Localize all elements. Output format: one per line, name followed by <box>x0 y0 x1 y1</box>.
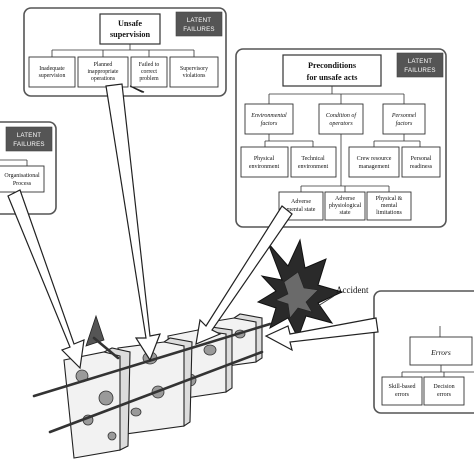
planned-inappropriate-operations-node <box>77 56 129 88</box>
svg-text:limitations: limitations <box>376 210 402 216</box>
arrow-unsafe-acts <box>264 317 379 352</box>
svg-text:Process: Process <box>13 181 32 187</box>
badge-text: FAILURES <box>13 141 45 148</box>
trajectory-arrowhead <box>85 314 105 347</box>
svg-text:correct: correct <box>141 69 157 75</box>
svg-text:operations: operations <box>91 76 116 82</box>
accident-label: Accident <box>336 285 369 295</box>
panel-unsafe-acts: Errors Skill-based errors Decision error… <box>373 290 474 414</box>
svg-text:readiness: readiness <box>410 164 433 170</box>
svg-text:state: state <box>340 210 351 216</box>
svg-text:management: management <box>359 164 390 170</box>
personal-readiness-node <box>401 146 441 178</box>
svg-text:Supervisory: Supervisory <box>180 66 208 72</box>
physical-mental-limitations-node <box>366 191 412 221</box>
cheese-slice <box>63 347 131 459</box>
svg-text:Environmental: Environmental <box>250 113 287 119</box>
svg-text:supervision: supervision <box>39 73 66 79</box>
svg-text:Condition of: Condition of <box>326 112 358 119</box>
svg-text:Technical: Technical <box>301 156 325 162</box>
svg-text:errors: errors <box>437 392 452 398</box>
svg-text:physiological: physiological <box>329 203 362 209</box>
inadequate-supervision-node <box>28 56 76 88</box>
supervisory-violations-node <box>169 56 219 88</box>
cheese-hole <box>107 431 117 441</box>
svg-text:violations: violations <box>183 73 207 79</box>
badge-text: LATENT <box>187 17 211 24</box>
svg-text:Adverse: Adverse <box>335 196 355 202</box>
svg-text:operators: operators <box>329 121 353 127</box>
svg-text:Failed to: Failed to <box>139 62 160 68</box>
trajectory-rod <box>32 322 272 398</box>
arrow-preconditions <box>195 205 293 345</box>
svg-text:inappropriate: inappropriate <box>88 69 119 75</box>
organisational-process-node <box>0 165 45 193</box>
failure-trajectories <box>32 314 272 434</box>
svg-text:Physical: Physical <box>254 156 275 162</box>
svg-text:errors: errors <box>395 392 410 398</box>
badge-text: FAILURES <box>183 26 215 33</box>
svg-text:Decision: Decision <box>433 384 454 390</box>
unsafe-supervision-title: Unsafe <box>118 19 142 28</box>
personnel-factors-node <box>382 103 426 135</box>
preconditions-title: for unsafe acts <box>307 73 358 82</box>
arrow-supervision-tail <box>129 85 145 93</box>
unsafe-supervision-title-box <box>99 13 161 45</box>
latent-failure-arrows <box>7 83 379 370</box>
condition-of-operators-node <box>318 103 364 135</box>
latent-failures-badge <box>175 11 223 37</box>
errors-node <box>409 336 473 366</box>
svg-text:mental: mental <box>381 203 398 209</box>
crew-resource-management-node <box>348 146 400 178</box>
cheese-hole <box>203 344 217 356</box>
svg-text:Crew resource: Crew resource <box>357 156 392 162</box>
trajectory-rod <box>92 336 120 360</box>
svg-text:mental state: mental state <box>287 207 316 213</box>
unsafe-supervision-title: supervision <box>110 30 150 39</box>
panel-preconditions: LATENT FAILURES Preconditions for unsafe… <box>235 48 447 228</box>
skill-based-errors-node <box>381 376 423 406</box>
technical-environment-node <box>290 146 337 178</box>
cheese-hole <box>130 407 142 417</box>
arrow-supervision <box>105 83 161 362</box>
environmental-factors-node <box>244 103 294 135</box>
panel-unsafe-supervision: LATENT FAILURES Unsafe supervision Inade… <box>23 7 227 97</box>
svg-text:factors: factors <box>261 120 278 127</box>
cheese-hole <box>98 390 114 406</box>
adverse-physiological-state-node <box>324 191 366 221</box>
panel-organisational-influences: LATENT FAILURES Organisational Process <box>0 121 57 215</box>
svg-text:environment: environment <box>298 164 329 170</box>
svg-text:Personal: Personal <box>411 156 432 162</box>
badge-text: FAILURES <box>404 67 436 74</box>
accident-explosion <box>256 238 344 340</box>
svg-text:factors: factors <box>396 120 413 127</box>
svg-text:problem: problem <box>139 76 159 82</box>
physical-environment-node <box>240 146 289 178</box>
failed-to-correct-problem-node <box>130 56 168 88</box>
svg-text:Organisational: Organisational <box>4 173 40 179</box>
latent-failures-badge <box>5 126 53 152</box>
svg-text:environment: environment <box>249 164 280 170</box>
svg-text:Inadequate: Inadequate <box>39 66 65 72</box>
arrow-organisational <box>7 189 85 370</box>
svg-text:Skill-based: Skill-based <box>389 384 416 390</box>
decision-errors-node <box>423 376 465 406</box>
latent-failures-badge <box>396 52 444 78</box>
svg-text:Personnel: Personnel <box>391 113 417 119</box>
svg-text:Physical &: Physical & <box>376 196 403 202</box>
badge-text: LATENT <box>17 132 41 139</box>
preconditions-title: Preconditions <box>308 61 356 70</box>
svg-text:Adverse: Adverse <box>291 199 311 205</box>
svg-text:Planned: Planned <box>94 62 113 68</box>
trajectory-rod <box>48 350 264 434</box>
badge-text: LATENT <box>408 58 432 65</box>
svg-text:Errors: Errors <box>430 348 451 357</box>
